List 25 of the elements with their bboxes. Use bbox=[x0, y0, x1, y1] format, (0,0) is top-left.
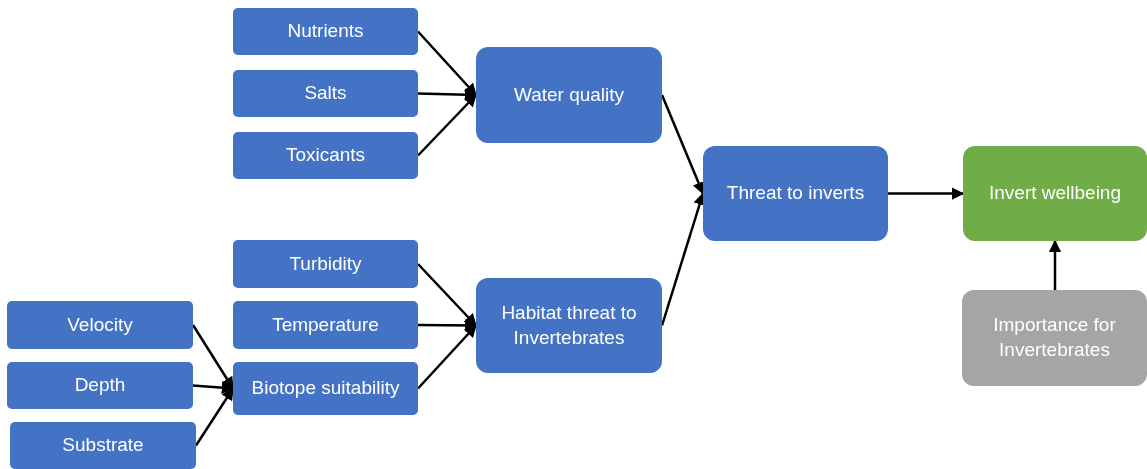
process-box: Threat to inverts bbox=[703, 146, 888, 241]
arrow bbox=[191, 324, 235, 390]
arrow bbox=[418, 319, 478, 332]
arrow bbox=[888, 187, 965, 200]
arrow bbox=[417, 263, 477, 327]
process-box: Importance for Invertebrates bbox=[962, 290, 1147, 386]
process-box: Water quality bbox=[476, 47, 662, 143]
process-box: Biotope suitability bbox=[233, 362, 418, 415]
arrow bbox=[660, 94, 705, 195]
arrow bbox=[1048, 239, 1062, 290]
arrow bbox=[417, 324, 477, 390]
arrow bbox=[192, 381, 235, 394]
process-box: Toxicants bbox=[233, 132, 418, 179]
process-box: Depth bbox=[7, 362, 193, 409]
process-box: Velocity bbox=[7, 301, 193, 349]
process-box: Habitat threat to Invertebrates bbox=[476, 278, 662, 373]
process-box: Temperature bbox=[233, 301, 418, 349]
process-box: Nutrients bbox=[233, 8, 418, 55]
arrow bbox=[417, 94, 477, 157]
process-box: Invert wellbeing bbox=[963, 146, 1147, 241]
arrow bbox=[417, 30, 477, 96]
arrow bbox=[194, 387, 235, 447]
process-box: Substrate bbox=[10, 422, 196, 469]
process-box: Salts bbox=[233, 70, 418, 117]
process-box: Turbidity bbox=[233, 240, 418, 288]
